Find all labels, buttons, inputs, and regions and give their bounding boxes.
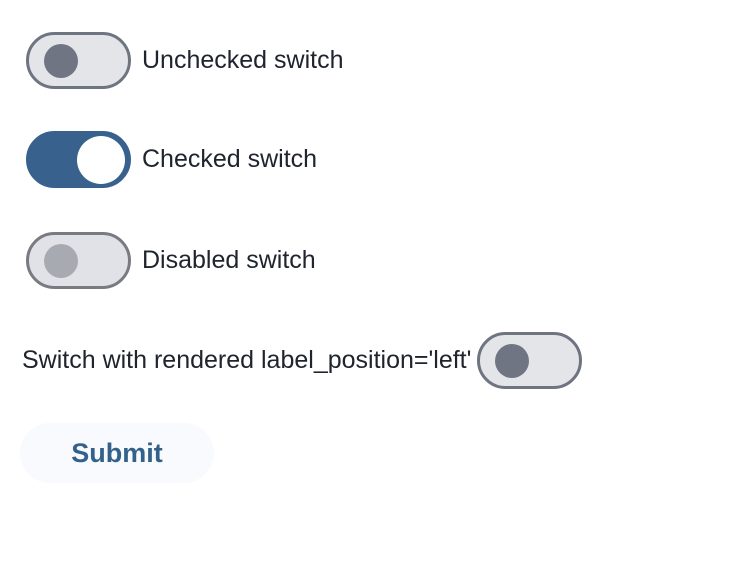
submit-button[interactable]: Submit [20, 423, 214, 483]
switch-knob-icon [77, 135, 125, 184]
switch-knob-icon [44, 243, 78, 278]
switch-row-disabled: Disabled switch [26, 232, 316, 289]
switch-row-label-left: Switch with rendered label_position='lef… [22, 332, 583, 389]
label-left-switch[interactable] [477, 332, 583, 389]
unchecked-switch[interactable] [26, 32, 131, 89]
label-left-switch-label[interactable]: Switch with rendered label_position='lef… [22, 346, 472, 374]
disabled-switch [26, 232, 131, 289]
switch-knob-icon [495, 343, 530, 378]
unchecked-switch-label[interactable]: Unchecked switch [142, 46, 344, 74]
switch-knob-icon [44, 43, 78, 78]
switch-row-checked: Checked switch [26, 131, 317, 188]
checked-switch-label[interactable]: Checked switch [142, 145, 318, 173]
checked-switch[interactable] [26, 131, 131, 188]
switch-row-unchecked: Unchecked switch [26, 32, 343, 89]
submit-button-label: Submit [71, 437, 163, 468]
disabled-switch-label: Disabled switch [142, 246, 316, 274]
